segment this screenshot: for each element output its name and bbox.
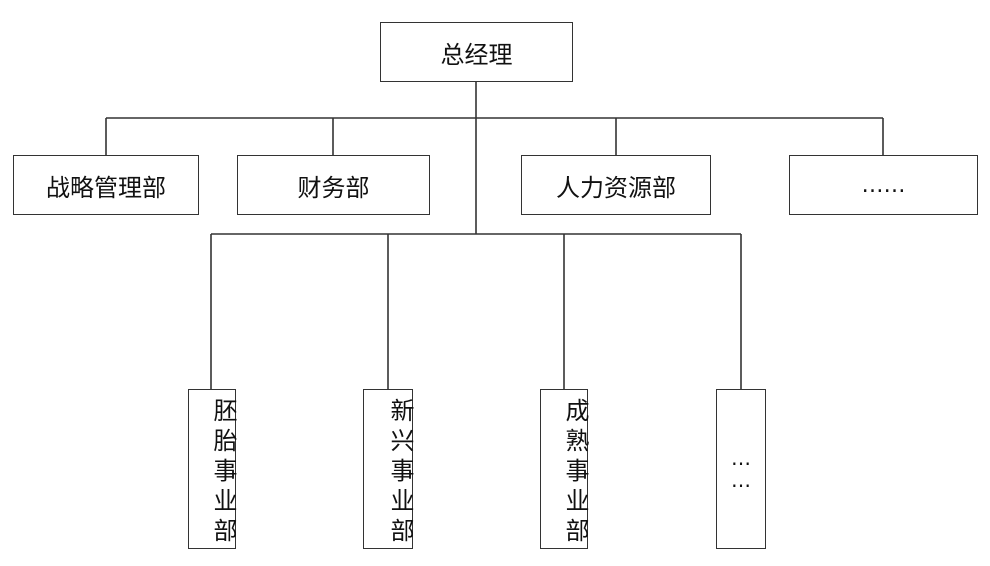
business-unit-node-more: … …	[716, 389, 766, 549]
general-manager-node: 总经理	[380, 22, 573, 82]
department-node-more: ……	[789, 155, 978, 215]
department-label: 战略管理部	[46, 173, 166, 202]
business-unit-label: 新兴事业部	[386, 398, 414, 548]
business-unit-node-mature: 成熟事业部	[540, 389, 589, 549]
business-unit-label: 胚胎事业部	[209, 398, 237, 548]
department-node-finance: 财务部	[237, 155, 430, 215]
business-unit-label: … …	[731, 446, 751, 492]
business-unit-node-emerging: 新兴事业部	[363, 389, 414, 549]
department-node-hr: 人力资源部	[521, 155, 711, 215]
general-manager-label: 总经理	[440, 40, 513, 69]
department-node-strategy: 战略管理部	[13, 155, 199, 215]
department-label: 财务部	[297, 173, 370, 202]
business-unit-label: 成熟事业部	[561, 398, 589, 548]
department-label: 人力资源部	[556, 173, 676, 202]
business-unit-node-embryonic: 胚胎事业部	[188, 389, 237, 549]
department-label: ……	[861, 172, 906, 198]
